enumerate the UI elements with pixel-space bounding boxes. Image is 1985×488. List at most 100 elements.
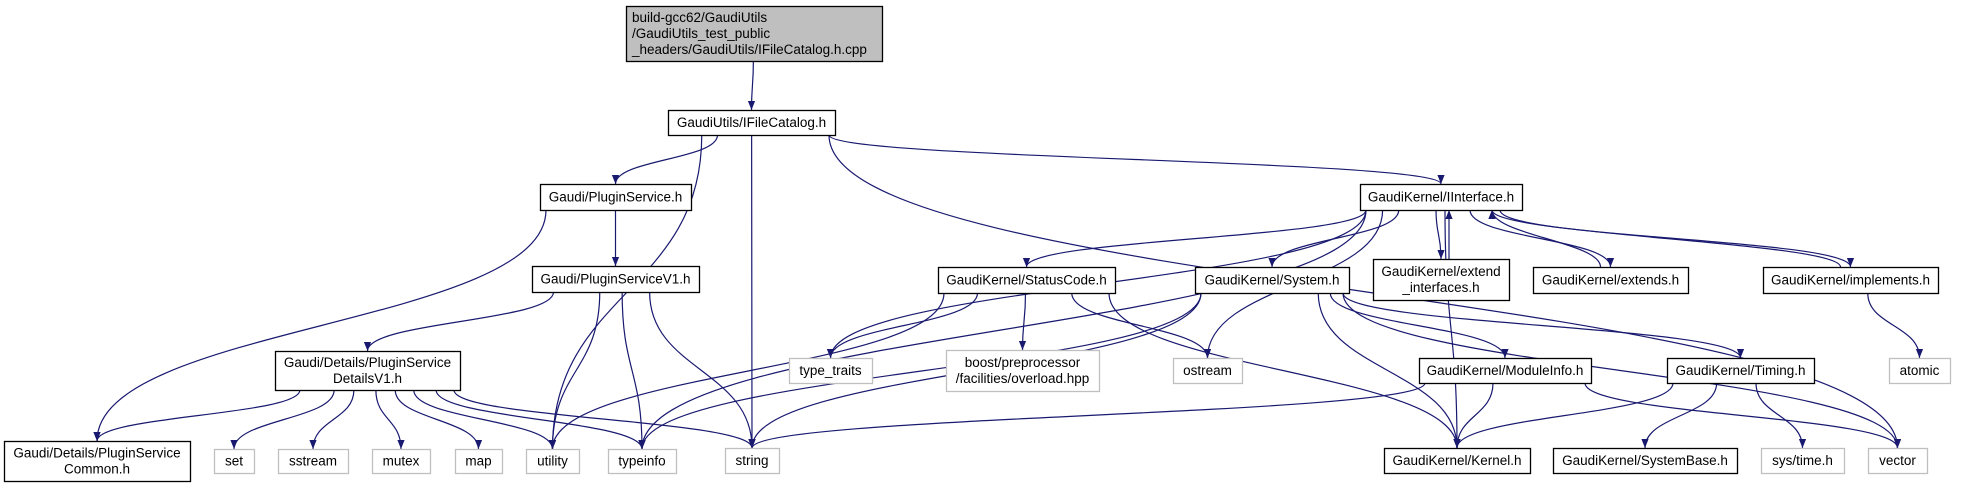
- node-box: [1760, 447, 1846, 475]
- edge-ifilecatalog-to-vector: [828, 134, 1902, 449]
- node-box: [3, 440, 192, 483]
- edge-timing-to-systime: [1755, 382, 1807, 449]
- edge-pluginservicev1-to-utility: [548, 291, 601, 450]
- node-label: GaudiKernel/SystemBase.h: [1562, 453, 1728, 468]
- edge-iinterface-to-implements: [1499, 209, 1854, 268]
- node-box: [1372, 258, 1511, 302]
- edge-ifilecatalog-to-iinterface: [828, 134, 1445, 185]
- node-label: atomic: [1900, 363, 1940, 378]
- edge-moduleinfo-to-kernel: [1453, 382, 1494, 449]
- node-label: GaudiKernel/extends.h: [1542, 273, 1679, 288]
- node-label: GaudiKernel/StatusCode.h: [946, 273, 1107, 288]
- node-box: [788, 357, 874, 385]
- edges-layer: [93, 60, 1924, 450]
- edge-statuscode-to-ostream: [1071, 292, 1212, 359]
- node-box: [1532, 266, 1690, 295]
- node-label: sstream: [289, 454, 337, 469]
- node-sstream: sstream: [277, 448, 350, 475]
- node-label: GaudiKernel/extend: [1381, 264, 1500, 279]
- node-pluginservicev1[interactable]: Gaudi/PluginServiceV1.h: [531, 265, 701, 294]
- node-label: DetailsV1.h: [333, 371, 402, 386]
- node-label: Gaudi/Details/PluginService: [284, 355, 451, 370]
- nodes-layer: build-gcc62/GaudiUtils/GaudiUtils_test_p…: [3, 5, 1952, 483]
- node-label: map: [465, 454, 491, 469]
- node-box: [539, 183, 693, 212]
- node-timing[interactable]: GaudiKernel/Timing.h: [1666, 357, 1816, 385]
- node-box: [531, 265, 701, 294]
- node-vector: vector: [1867, 447, 1929, 475]
- node-label: GaudiKernel/implements.h: [1771, 273, 1930, 288]
- edge-detailsv1-to-mutex: [375, 389, 405, 450]
- node-label: Gaudi/Details/PluginService: [13, 446, 180, 461]
- edge-moduleinfo-to-string: [748, 382, 1426, 449]
- node-label: Gaudi/PluginServiceV1.h: [540, 272, 690, 287]
- node-boost: boost/preprocessor/facilities/overload.h…: [945, 349, 1101, 393]
- node-box: [1418, 357, 1593, 385]
- node-label: typeinfo: [618, 454, 665, 469]
- edge-detailsv1-to-sstream: [309, 389, 355, 450]
- node-systembase[interactable]: GaudiKernel/SystemBase.h: [1552, 447, 1739, 475]
- edge-iinterface-to-statuscode: [1023, 209, 1367, 268]
- edge-statuscode-to-boost: [1018, 292, 1027, 351]
- node-label: GaudiKernel/Timing.h: [1675, 363, 1805, 378]
- edge-system-to-vector: [1342, 292, 1902, 449]
- node-box: [1666, 357, 1816, 385]
- edge-detailsv1-to-map: [394, 389, 483, 450]
- edge-system-to-timing: [1342, 292, 1744, 359]
- node-box: [1383, 447, 1532, 475]
- node-box: [213, 448, 256, 475]
- node-extend_interfaces[interactable]: GaudiKernel/extend_interfaces.h: [1372, 258, 1511, 302]
- edge-timing-to-kernel: [1453, 382, 1674, 449]
- node-label: boost/preprocessor: [965, 355, 1081, 370]
- node-label: vector: [1879, 453, 1916, 468]
- edge-detailsv1-to-utility: [413, 389, 557, 450]
- node-ifilecatalog[interactable]: GaudiUtils/IFileCatalog.h: [667, 109, 837, 137]
- node-map: map: [454, 448, 504, 475]
- edge-implements-to-atomic: [1867, 292, 1924, 359]
- node-root[interactable]: build-gcc62/GaudiUtils/GaudiUtils_test_p…: [625, 5, 884, 63]
- edge-system-to-moduleinfo: [1329, 292, 1509, 359]
- node-label: Gaudi/PluginService.h: [549, 190, 683, 205]
- node-ostream: ostream: [1172, 357, 1244, 385]
- node-system[interactable]: GaudiKernel/System.h: [1194, 266, 1351, 295]
- node-label: Common.h: [64, 462, 130, 477]
- node-label: mutex: [383, 454, 420, 469]
- node-label: GaudiKernel/IInterface.h: [1368, 190, 1514, 205]
- edge-ifilecatalog-to-pluginservice: [611, 134, 719, 185]
- edge-iinterface-to-kernel: [1444, 209, 1461, 449]
- node-label: sys/time.h: [1772, 453, 1833, 468]
- node-label: GaudiKernel/System.h: [1204, 273, 1339, 288]
- node-implements[interactable]: GaudiKernel/implements.h: [1762, 266, 1940, 295]
- edge-extends-to-iinterface: [1488, 209, 1602, 268]
- node-label: _headers/GaudiUtils/IFileCatalog.h.cpp: [631, 42, 867, 57]
- edge-iinterface-to-extends: [1469, 209, 1615, 268]
- node-atomic: atomic: [1888, 357, 1952, 385]
- node-label: GaudiKernel/Kernel.h: [1392, 453, 1521, 468]
- node-iinterface[interactable]: GaudiKernel/IInterface.h: [1359, 183, 1524, 212]
- node-box: [607, 448, 678, 475]
- edge-iinterface-to-system: [1268, 209, 1400, 268]
- node-box: [454, 448, 504, 475]
- node-box: [1359, 183, 1524, 212]
- node-moduleinfo[interactable]: GaudiKernel/ModuleInfo.h: [1418, 357, 1593, 385]
- node-extends[interactable]: GaudiKernel/extends.h: [1532, 266, 1690, 295]
- node-box: [667, 109, 837, 137]
- edge-detailsv1-to-typeinfo: [435, 389, 646, 450]
- node-pluginservice[interactable]: Gaudi/PluginService.h: [539, 183, 693, 212]
- edge-pluginservice-to-common: [93, 209, 547, 442]
- node-string: string: [724, 447, 781, 475]
- node-label: _interfaces.h: [1401, 280, 1479, 295]
- node-label: utility: [537, 454, 568, 469]
- node-kernel[interactable]: GaudiKernel/Kernel.h: [1383, 447, 1532, 475]
- node-statuscode[interactable]: GaudiKernel/StatusCode.h: [937, 266, 1117, 295]
- node-label: string: [735, 453, 768, 468]
- node-mutex: mutex: [371, 448, 432, 475]
- node-box: [1888, 357, 1952, 385]
- edge-iinterface-to-typeinfo: [638, 209, 1367, 450]
- edge-timing-to-systembase: [1641, 382, 1718, 449]
- node-box: [945, 349, 1101, 393]
- node-box: [1867, 447, 1929, 475]
